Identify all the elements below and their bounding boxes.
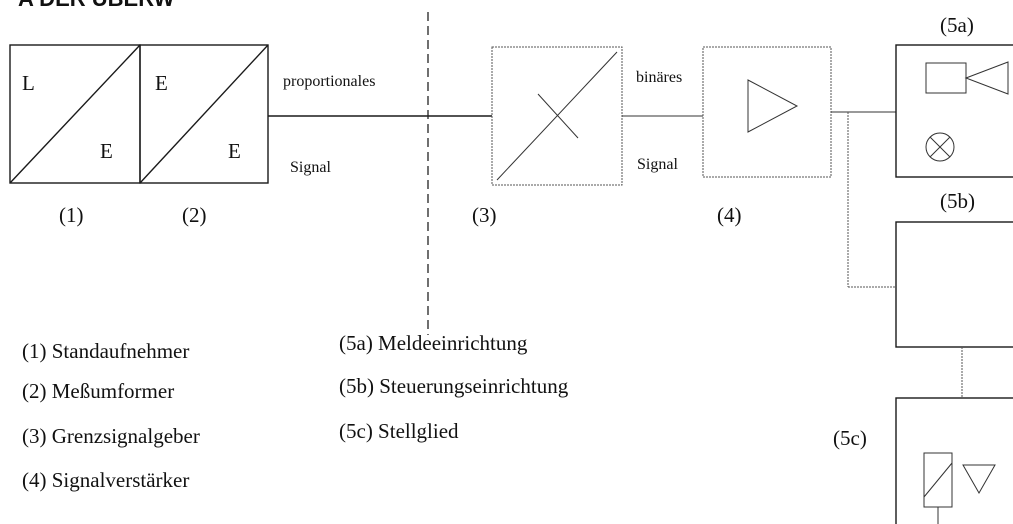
proportional-signal-label-top: proportionales (283, 73, 375, 90)
binary-signal-label-bottom: Signal (637, 156, 678, 173)
amplifier-triangle-icon (747, 79, 799, 133)
legend-item-3: (3) Grenzsignalgeber (22, 424, 200, 448)
block-1-output-label: E (100, 139, 113, 163)
block-4-signal-amplifier: (4) (702, 46, 832, 227)
legend-item-5b: (5b) Steuerungseinrichtung (339, 374, 569, 398)
block-1-caption: (1) (59, 203, 84, 227)
header-fragment: A DER UBERW (18, 0, 175, 11)
block-5b-caption: (5b) (940, 189, 975, 213)
actuator-triangle-icon (962, 464, 996, 495)
legend-right: (5a) Meldeeinrichtung (5b) Steuerungsein… (339, 331, 569, 443)
block-2-caption: (2) (182, 203, 207, 227)
block-5a-signalling-device: (5a) (895, 13, 1013, 178)
block-3-limit-signal-generator: (3) (472, 46, 623, 227)
legend-item-5a: (5a) Meldeeinrichtung (339, 331, 528, 355)
block-1-level-sensor: L E (1) (9, 44, 141, 227)
block-2-output-label: E (228, 139, 241, 163)
legend-item-5c: (5c) Stellglied (339, 419, 459, 443)
block-1-input-label: L (22, 71, 35, 95)
block-2-input-label: E (155, 71, 168, 95)
block-5b-control-device: (5b) (895, 189, 1013, 348)
block-5c-caption: (5c) (833, 426, 867, 450)
block-4-caption: (4) (717, 203, 742, 227)
legend-item-4: (4) Signalverstärker (22, 468, 189, 492)
legend-left: (1) Standaufnehmer (2) Meßumformer (3) G… (22, 339, 200, 492)
block-5a-caption: (5a) (940, 13, 974, 37)
signal-lamp-icon (925, 132, 955, 162)
block-3-caption: (3) (472, 203, 497, 227)
proportional-signal-label-bottom: Signal (290, 159, 331, 176)
legend-item-2: (2) Meßumformer (22, 379, 174, 403)
block-2-transducer: E E (2) (139, 44, 269, 227)
binary-signal-label-top: binäres (636, 69, 682, 86)
camera-icon (925, 61, 1009, 95)
block-5c-actuator: (5c) (833, 397, 1013, 524)
actuator-coil-icon (923, 452, 953, 524)
legend-item-1: (1) Standaufnehmer (22, 339, 189, 363)
